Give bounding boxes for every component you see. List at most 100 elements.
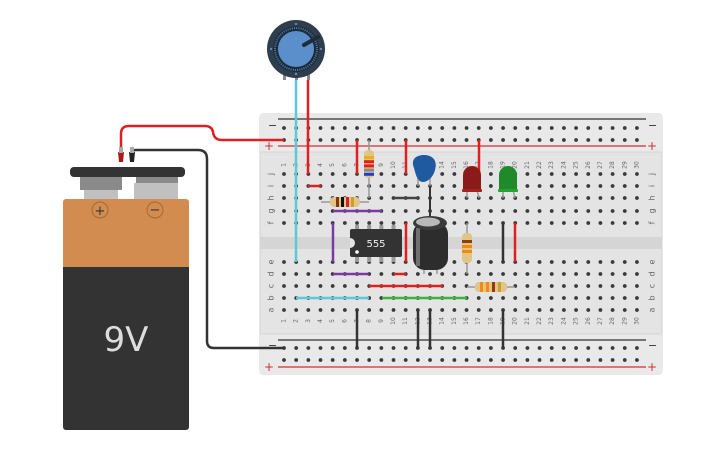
breadboard-hole[interactable] [282, 272, 286, 276]
breadboard-hole[interactable] [488, 272, 493, 276]
breadboard-hole[interactable] [415, 272, 420, 276]
breadboard-hole[interactable] [525, 260, 530, 264]
breadboard-hole[interactable] [488, 296, 493, 300]
breadboard-hole[interactable] [306, 272, 311, 276]
breadboard-hole[interactable] [330, 346, 335, 350]
breadboard-hole[interactable] [525, 196, 530, 200]
breadboard-hole[interactable] [635, 196, 639, 200]
breadboard-hole[interactable] [610, 358, 615, 362]
breadboard-hole[interactable] [525, 221, 530, 225]
breadboard-hole[interactable] [306, 308, 311, 312]
breadboard-hole[interactable] [537, 172, 542, 176]
breadboard-hole[interactable] [452, 138, 457, 142]
breadboard-hole[interactable] [318, 126, 323, 130]
breadboard-hole[interactable] [342, 126, 347, 130]
breadboard-hole[interactable] [537, 196, 542, 200]
breadboard-hole[interactable] [403, 126, 408, 130]
breadboard-hole[interactable] [574, 346, 578, 350]
breadboard-hole[interactable] [391, 209, 396, 213]
breadboard-hole[interactable] [379, 126, 384, 130]
breadboard-hole[interactable] [562, 346, 566, 350]
breadboard-hole[interactable] [598, 172, 603, 176]
breadboard-hole[interactable] [294, 346, 299, 350]
breadboard-hole[interactable] [610, 196, 615, 200]
breadboard-hole[interactable] [403, 346, 408, 350]
breadboard-hole[interactable] [513, 272, 518, 276]
breadboard-hole[interactable] [342, 346, 347, 350]
breadboard-hole[interactable] [562, 126, 566, 130]
breadboard-hole[interactable] [537, 260, 542, 264]
breadboard-hole[interactable] [476, 346, 481, 350]
breadboard-hole[interactable] [610, 221, 615, 225]
breadboard-hole[interactable] [525, 308, 530, 312]
breadboard-hole[interactable] [452, 196, 457, 200]
breadboard-hole[interactable] [391, 221, 396, 225]
breadboard-hole[interactable] [282, 284, 286, 288]
led-green[interactable] [498, 166, 518, 199]
breadboard-hole[interactable] [342, 260, 347, 264]
breadboard-hole[interactable] [367, 346, 372, 350]
electrolytic-capacitor[interactable] [413, 216, 448, 274]
breadboard-hole[interactable] [452, 221, 457, 225]
breadboard-hole[interactable] [488, 209, 493, 213]
breadboard-hole[interactable] [415, 209, 420, 213]
breadboard-hole[interactable] [488, 172, 493, 176]
breadboard-hole[interactable] [440, 358, 445, 362]
breadboard-hole[interactable] [635, 138, 639, 142]
breadboard-hole[interactable] [282, 172, 286, 176]
breadboard-hole[interactable] [282, 358, 286, 362]
breadboard-hole[interactable] [342, 308, 347, 312]
breadboard-hole[interactable] [574, 296, 578, 300]
breadboard-hole[interactable] [488, 138, 493, 142]
breadboard-hole[interactable] [318, 346, 323, 350]
breadboard-hole[interactable] [549, 272, 554, 276]
breadboard-hole[interactable] [501, 209, 505, 213]
breadboard-hole[interactable] [476, 126, 481, 130]
breadboard-hole[interactable] [379, 346, 384, 350]
breadboard-hole[interactable] [549, 358, 554, 362]
breadboard-hole[interactable] [476, 209, 481, 213]
breadboard-hole[interactable] [379, 138, 384, 142]
breadboard-hole[interactable] [440, 184, 445, 188]
breadboard-hole[interactable] [562, 308, 566, 312]
battery-9v[interactable]: + − 9V [63, 147, 189, 430]
breadboard-hole[interactable] [464, 308, 469, 312]
breadboard-hole[interactable] [622, 184, 627, 188]
breadboard-hole[interactable] [610, 172, 615, 176]
breadboard-hole[interactable] [622, 284, 627, 288]
breadboard-hole[interactable] [562, 221, 566, 225]
breadboard-hole[interactable] [635, 358, 639, 362]
breadboard-hole[interactable] [306, 284, 311, 288]
breadboard-hole[interactable] [513, 126, 518, 130]
resistor-r1[interactable] [364, 140, 374, 198]
breadboard-hole[interactable] [525, 209, 530, 213]
breadboard-hole[interactable] [549, 209, 554, 213]
breadboard-hole[interactable] [476, 358, 481, 362]
breadboard-hole[interactable] [622, 308, 627, 312]
breadboard-hole[interactable] [525, 284, 530, 288]
breadboard-hole[interactable] [318, 221, 323, 225]
breadboard-hole[interactable] [622, 126, 627, 130]
breadboard-hole[interactable] [464, 358, 469, 362]
breadboard-hole[interactable] [635, 272, 639, 276]
breadboard-hole[interactable] [635, 221, 639, 225]
breadboard-hole[interactable] [586, 126, 591, 130]
breadboard-hole[interactable] [598, 138, 603, 142]
breadboard-hole[interactable] [452, 260, 457, 264]
breadboard-hole[interactable] [586, 284, 591, 288]
breadboard-hole[interactable] [294, 284, 299, 288]
breadboard-hole[interactable] [635, 209, 639, 213]
breadboard-hole[interactable] [562, 138, 566, 142]
breadboard-hole[interactable] [635, 284, 639, 288]
breadboard-hole[interactable] [586, 184, 591, 188]
breadboard-hole[interactable] [282, 260, 286, 264]
breadboard-hole[interactable] [330, 172, 335, 176]
breadboard-hole[interactable] [391, 126, 396, 130]
breadboard-hole[interactable] [318, 172, 323, 176]
breadboard-hole[interactable] [549, 346, 554, 350]
breadboard-hole[interactable] [452, 272, 457, 276]
breadboard-hole[interactable] [586, 196, 591, 200]
breadboard-hole[interactable] [428, 138, 432, 142]
breadboard-hole[interactable] [415, 126, 420, 130]
breadboard-hole[interactable] [537, 358, 542, 362]
